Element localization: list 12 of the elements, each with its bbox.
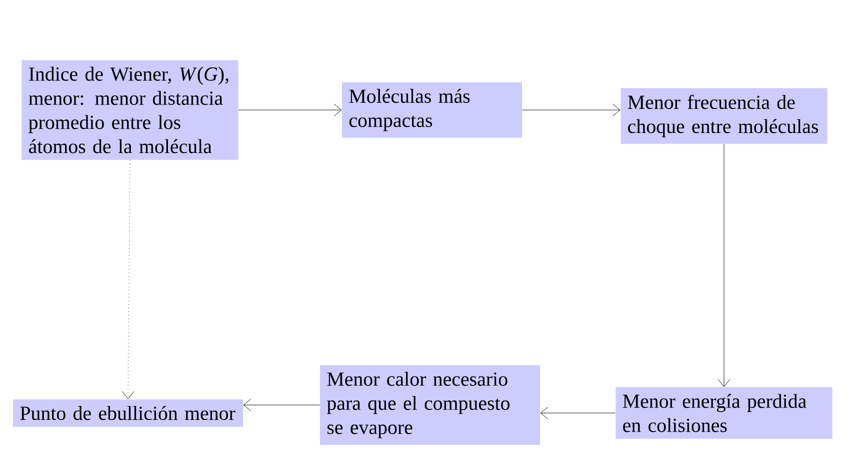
process-box: Menor frecuencia de choque entre moléculas [620, 88, 828, 144]
process-box: Menor calor necesario para que el compuesto se evapore [320, 365, 540, 445]
process-box: Punto de ebullición menor [13, 399, 243, 427]
arrow [718, 144, 730, 387]
arrow [122, 160, 134, 399]
arrow [238, 104, 342, 116]
process-box: Menor energía perdida en colisiones [616, 387, 832, 439]
arrow [243, 398, 320, 412]
arrow [540, 406, 616, 420]
process-box: Moléculas más compactas [342, 82, 522, 138]
process-box: Indice de Wiener, W(G), menor: menor distancia promedio entre los átomos de la molécula [22, 60, 238, 160]
arrow [522, 104, 620, 116]
